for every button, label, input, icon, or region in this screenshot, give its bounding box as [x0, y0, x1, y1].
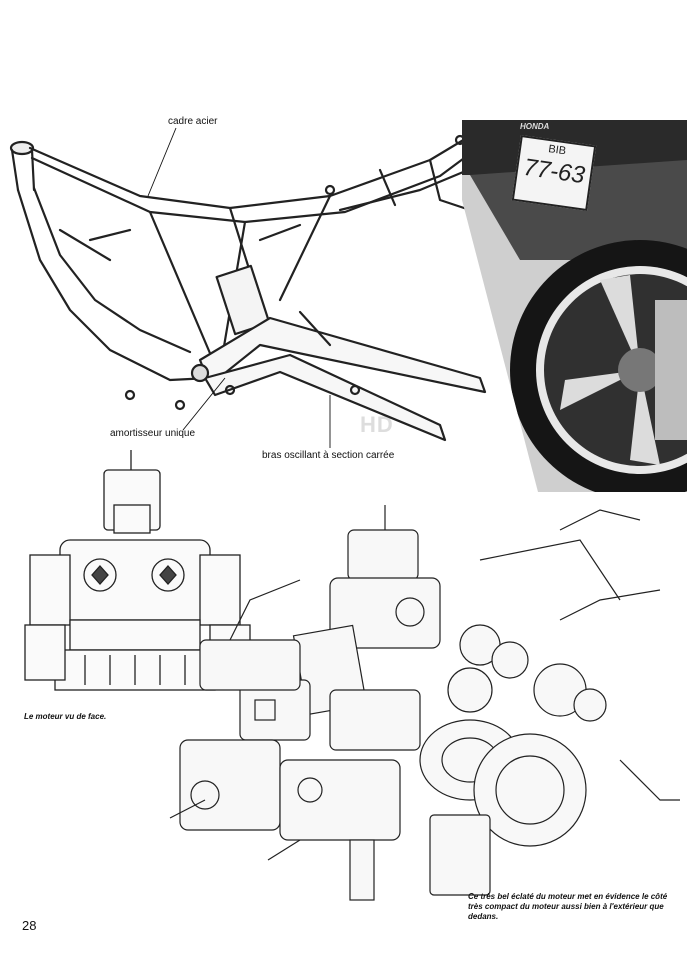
label-bras-oscillant: bras oscillant à section carrée: [262, 450, 395, 461]
watermark: HD: [360, 412, 394, 437]
page-number: 28: [22, 918, 37, 933]
brand-decal: HONDA: [520, 122, 550, 131]
label-amortisseur: amortisseur unique: [110, 428, 196, 439]
label-cadre-acier: cadre acier: [168, 116, 218, 127]
caption-front-engine: Le moteur vu de face.: [24, 712, 107, 721]
frame-illustration: [9, 127, 487, 448]
caption-exploded-engine: Ce très bel éclaté du moteur met en évid…: [468, 892, 668, 921]
